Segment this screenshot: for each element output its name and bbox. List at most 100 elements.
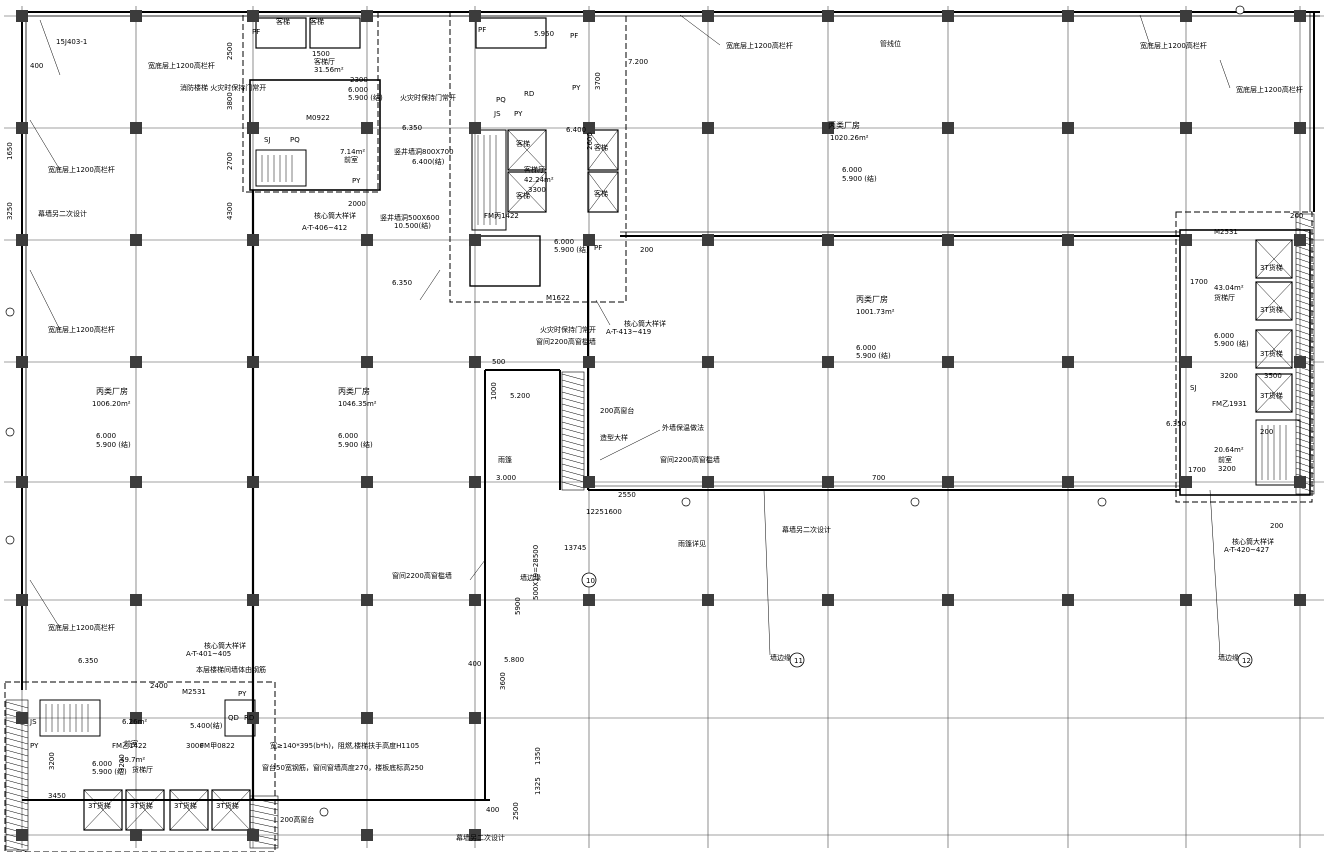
level-tag-11: 5.900 (结) (554, 245, 589, 254)
structural-column (822, 122, 834, 134)
level-tag-7: 6.400(结) (412, 157, 445, 166)
structural-column (16, 356, 28, 368)
structural-column (247, 712, 259, 724)
axis-label-11: 11 (794, 657, 803, 665)
tag-sj-nw: SJ (264, 136, 271, 144)
level-tag-2: 6.400 (566, 126, 586, 134)
room-center-west-level: 6.000 (338, 432, 358, 440)
note-firewall-2: 窗间2200高窗槛墙 (660, 455, 720, 464)
hatch-line (1295, 281, 1315, 289)
core-sw-small-label: 前室 (124, 739, 138, 748)
dim-vertical-4: 4300 (226, 202, 234, 220)
hatch-line (1295, 269, 1315, 277)
core-n-area: 42.24m² (524, 176, 554, 184)
structural-column (469, 712, 481, 724)
structural-column (942, 594, 954, 606)
note-col: 500X19=28500 (532, 545, 540, 600)
leader-lines (29, 14, 1231, 656)
hatch-line (1295, 335, 1315, 343)
hatch-line (1295, 311, 1315, 319)
level-tag-9: 5.950 (534, 30, 554, 38)
tag-m2-sw: M2531 (182, 688, 206, 696)
note-pipe: 管线位 (880, 39, 901, 48)
hatch-line (5, 845, 29, 852)
hatch-line (561, 379, 585, 387)
dim-h-15: 200 (1260, 428, 1273, 436)
hatch-line (1295, 293, 1315, 301)
ref-sw: A-T-401~405 (186, 650, 231, 658)
dim-vertical-6: 2600 (586, 132, 594, 150)
structural-column (1180, 122, 1192, 134)
hatch-line (561, 451, 585, 459)
tag-pf-n3: PF (594, 244, 602, 252)
note-rail-6: 宽底层上1200高栏杆 (1140, 41, 1207, 50)
note-rain-2: 雨篷详见 (678, 539, 706, 548)
axis-bubbles (581, 572, 1253, 668)
hatch-line (5, 743, 29, 751)
structural-column (583, 594, 595, 606)
dim-h-9: 2550 (618, 491, 636, 499)
room-east-area: 1001.73m² (856, 308, 895, 316)
dim-h-3: 1700 (1190, 278, 1208, 286)
dim-h-21: 2400 (150, 682, 168, 690)
hatch-line (5, 773, 29, 781)
hatch-line (1295, 305, 1315, 313)
structural-column (702, 594, 714, 606)
tag-m3: M0922 (306, 114, 330, 122)
structural-column (361, 10, 373, 22)
dim-vertical-10: 1350 (534, 747, 542, 765)
tag-pq-nw: PQ (290, 136, 300, 144)
axis-bubble-10 (581, 572, 597, 588)
tag-pf-nw: PF (252, 28, 260, 36)
dim-vertical-13: 3250 (6, 202, 14, 220)
core-e-level: 6.000 (1214, 332, 1234, 340)
structural-column (1062, 476, 1074, 488)
note-curtain-3: 幕墙另二次设计 (456, 833, 505, 842)
structural-column (361, 122, 373, 134)
hatch-line (561, 457, 585, 465)
structural-columns (16, 10, 1306, 841)
hatch-line (1295, 425, 1315, 433)
hatch-line (5, 779, 29, 787)
tag-elevator-sw3: 3T货梯 (174, 801, 197, 810)
structural-column (1294, 10, 1306, 22)
structural-column (822, 10, 834, 22)
structural-column (702, 122, 714, 134)
note-firewall: 窗间2200高窗槛墙 (536, 337, 596, 346)
tag-fm2: FM甲0822 (200, 742, 235, 750)
structural-column (702, 356, 714, 368)
structural-column (16, 234, 28, 246)
structural-column (361, 829, 373, 841)
structural-column (130, 234, 142, 246)
structural-column (469, 829, 481, 841)
structural-column (942, 356, 954, 368)
hatch-line (1295, 407, 1315, 415)
level-tag-3: 5.200 (510, 392, 530, 400)
level-tag-10: 6.000 (554, 238, 574, 246)
structural-column (247, 122, 259, 134)
core-e2-dim: 3200 (1218, 465, 1236, 473)
structural-column (822, 476, 834, 488)
hatch-line (1295, 431, 1315, 439)
dim-vertical-3: 2700 (226, 152, 234, 170)
structural-column (469, 122, 481, 134)
dim-vertical-1: 2500 (226, 42, 234, 60)
structural-grid (4, 6, 1324, 848)
structural-column (469, 234, 481, 246)
axis-bubble-11 (789, 652, 805, 668)
core-sw-name: 货梯厅 (132, 765, 153, 774)
tag-elevator-n3: 客梯 (594, 143, 608, 152)
structural-column (469, 356, 481, 368)
structural-column (16, 476, 28, 488)
hatch-line (1295, 263, 1315, 271)
note-ext-wall-2: 造型大样 (600, 433, 628, 442)
note-rail-7: 宽底层上1200高栏杆 (1236, 85, 1303, 94)
room-east-name: 丙类厂房 (856, 294, 888, 304)
level-tag-12: 5.400(结) (190, 721, 223, 730)
tag-js-n: JS (493, 110, 501, 118)
hatch-line (1295, 395, 1315, 403)
hatch-line (1295, 461, 1315, 469)
hatch-line (1295, 347, 1315, 355)
dim-h-4: 1700 (1188, 466, 1206, 474)
structural-column (1062, 122, 1074, 134)
